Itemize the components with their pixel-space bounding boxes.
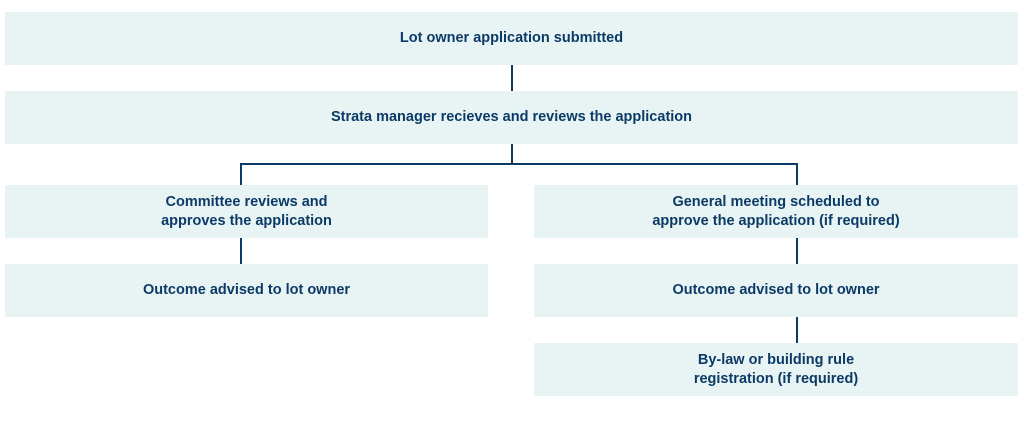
step-label-line-1: By-law or building rule (697, 351, 855, 368)
connector-branch-horizontal (240, 163, 798, 165)
connector-submitted-to-review (511, 65, 513, 91)
step-label: Lot owner application submitted (399, 30, 624, 46)
connector-meeting-to-outcome (796, 238, 798, 264)
connector-branch-left (240, 163, 242, 185)
step-general-meeting: General meeting scheduled to approve the… (534, 185, 1018, 238)
step-manager-review: Strata manager recieves and reviews the … (5, 91, 1018, 144)
step-label: Outcome advised to lot owner (672, 282, 880, 298)
step-label-line-2: approves the application (161, 212, 332, 229)
connector-review-stem (511, 144, 513, 164)
step-label: Strata manager recieves and reviews the … (330, 109, 693, 125)
step-registration: By-law or building rule registration (if… (534, 343, 1018, 396)
connector-branch-right (796, 163, 798, 185)
step-outcome-right: Outcome advised to lot owner (534, 264, 1018, 317)
step-application-submitted: Lot owner application submitted (5, 12, 1018, 65)
step-label-line-2: approve the application (if required) (652, 212, 900, 229)
step-label-line-2: registration (if required) (693, 370, 859, 387)
connector-outcome-to-registration (796, 317, 798, 343)
connector-committee-to-outcome (240, 238, 242, 264)
step-label-line-1: Committee reviews and (165, 193, 328, 210)
step-label: Outcome advised to lot owner (142, 282, 351, 298)
step-outcome-left: Outcome advised to lot owner (5, 264, 488, 317)
step-committee-review: Committee reviews and approves the appli… (5, 185, 488, 238)
step-label-line-1: General meeting scheduled to (672, 193, 880, 210)
